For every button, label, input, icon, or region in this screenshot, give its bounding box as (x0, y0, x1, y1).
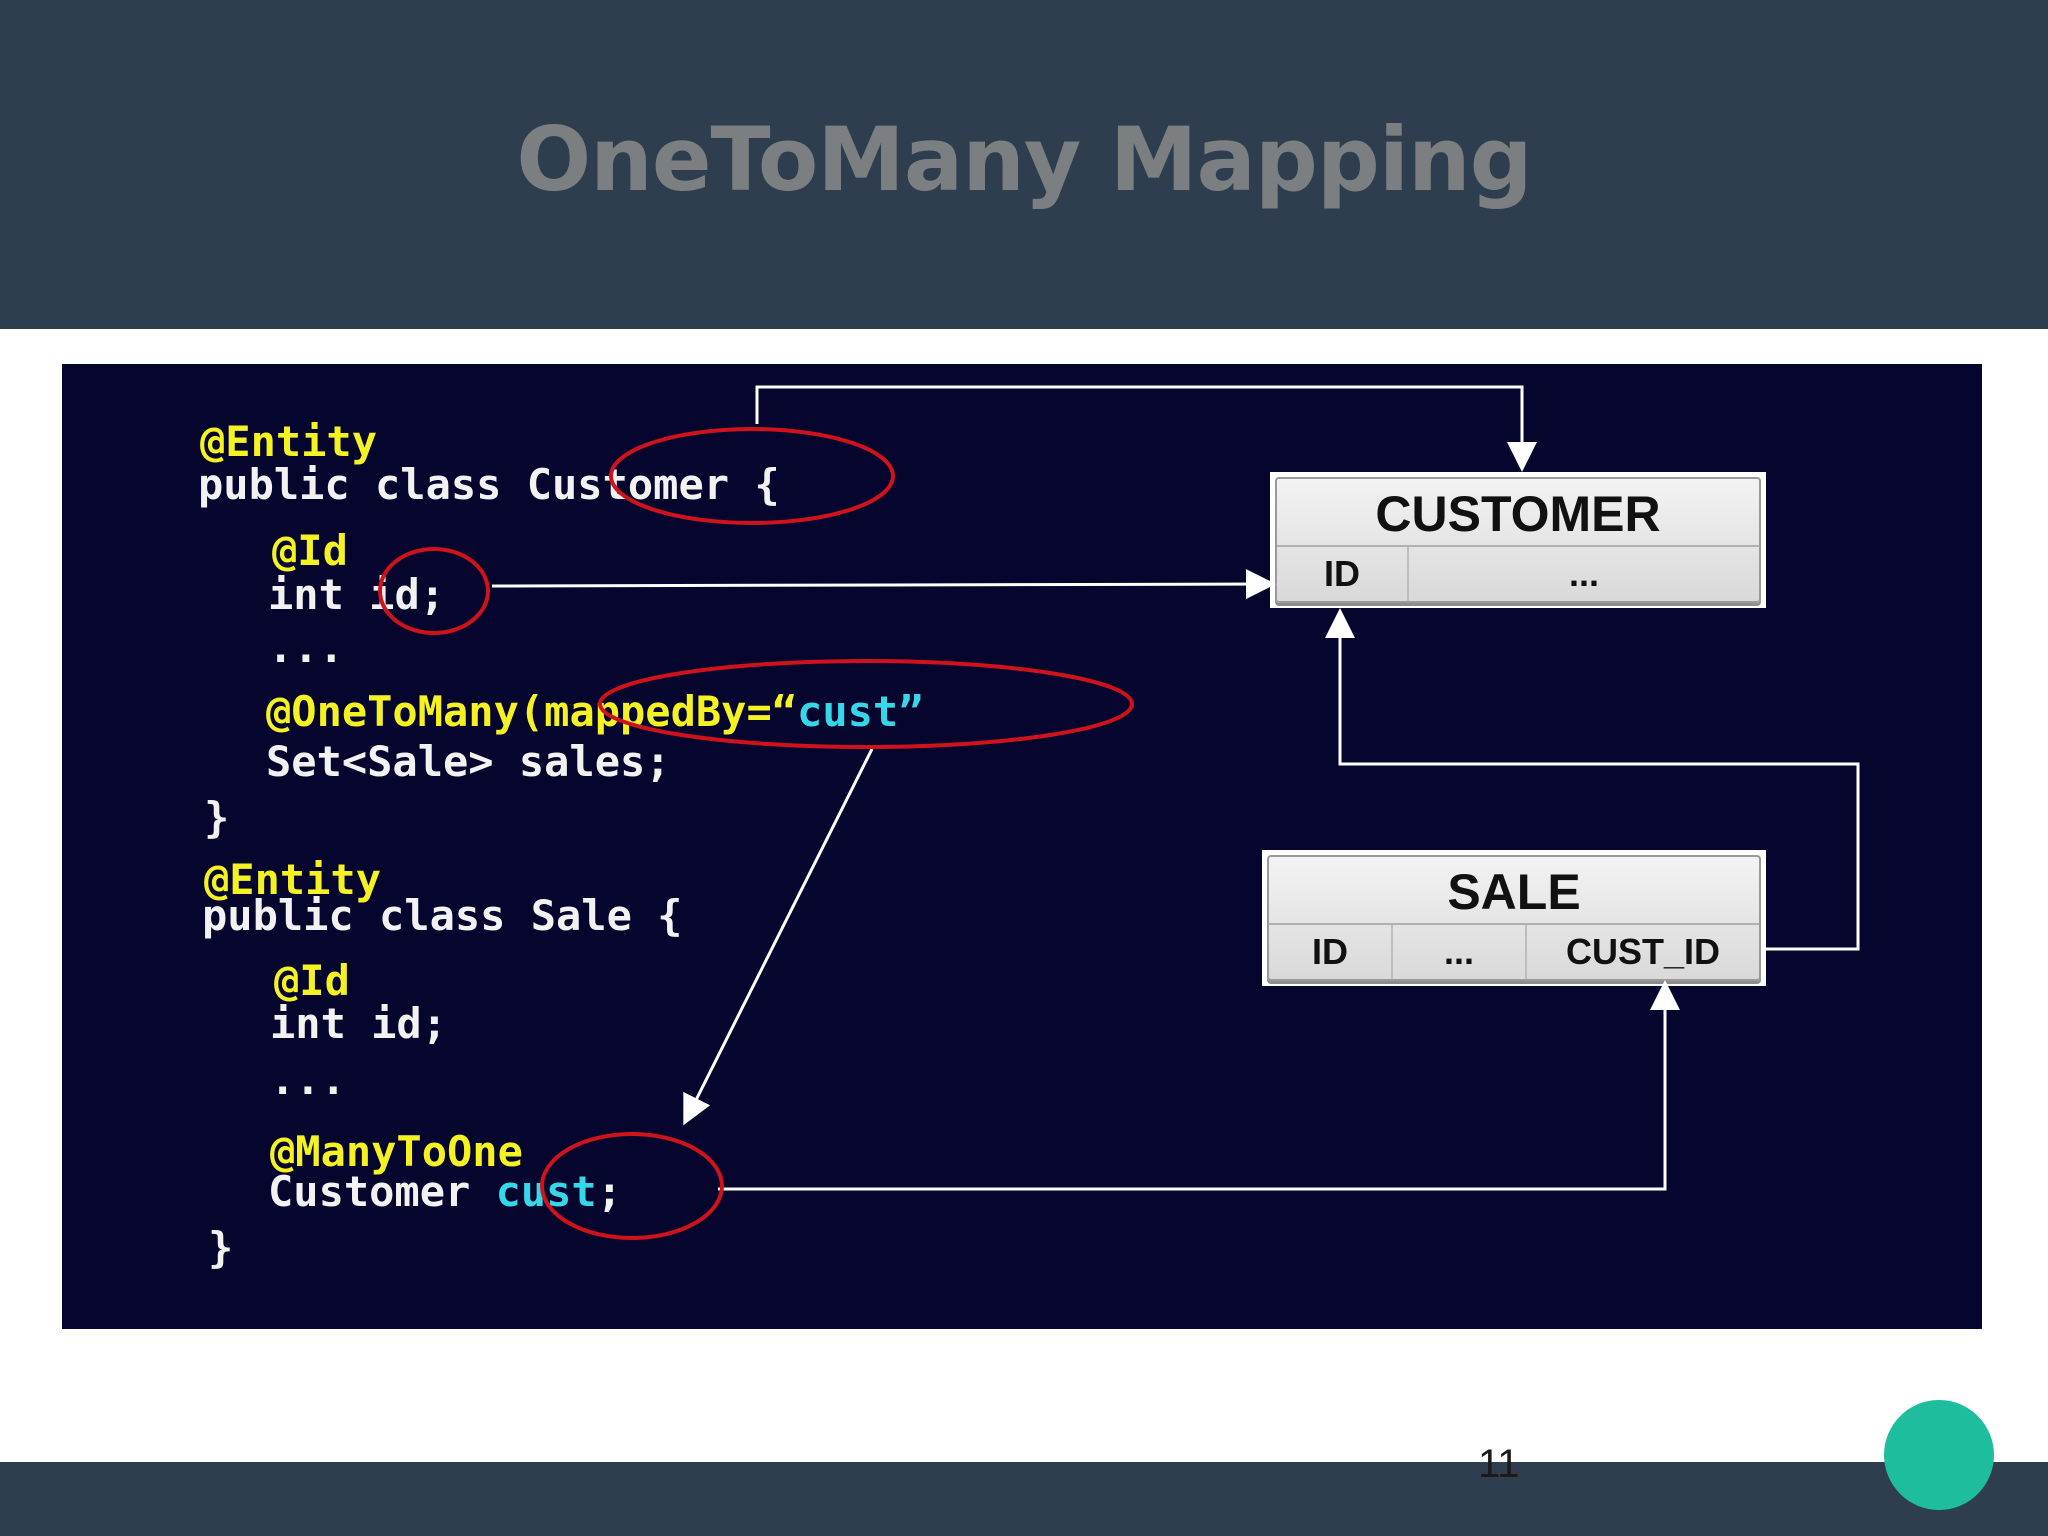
customer-decl-suffix: { (729, 460, 780, 509)
customer-table-name: CUSTOMER (1277, 479, 1759, 547)
footer-bar (0, 1462, 2048, 1536)
sale-table-columns: ID ... CUST_ID (1269, 925, 1759, 979)
sale-entity-annotation: @Entity (204, 855, 382, 904)
class-to-table-connector (755, 385, 1537, 472)
sale-column-ellipsis: ... (1393, 925, 1527, 979)
id-field-highlight (378, 547, 490, 635)
manytoone-annotation: @ManyToOne (270, 1127, 523, 1176)
sale-class-declaration: public class Sale { (202, 891, 683, 940)
cust-to-cust-id-connector (718, 980, 1680, 1191)
sale-table-name: SALE (1269, 857, 1759, 925)
sale-table: SALE ID ... CUST_ID (1262, 850, 1766, 986)
mapped-by-suffix: ” (898, 687, 924, 736)
customer-decl-prefix: public class (198, 460, 527, 509)
customer-class-highlight (609, 427, 895, 525)
customer-close-brace: } (204, 793, 230, 842)
sales-field: Set<Sale> sales; (266, 737, 671, 786)
sale-id-field: int id; (270, 999, 448, 1048)
customer-id-annotation: @Id (272, 526, 348, 575)
cust-field-highlight (540, 1132, 724, 1240)
customer-column-ellipsis: ... (1568, 553, 1599, 594)
onetomany-line: @OneToMany(mappedBy=“cust” (266, 690, 923, 734)
id-to-customer-id-connector (491, 569, 1276, 600)
cust-id-to-customer-id-connector (1325, 608, 1860, 951)
sale-column-cust-id: CUST_ID (1565, 931, 1721, 972)
sale-column-id: ID (1269, 925, 1393, 979)
mapped-by-highlight (598, 659, 1134, 749)
customer-table: CUSTOMER ID ... (1270, 472, 1766, 608)
mappedby-to-cust-connector (683, 748, 874, 1126)
sale-ellipsis: ... (270, 1055, 346, 1104)
customer-column-id: ID (1277, 547, 1409, 601)
cust-type: Customer (268, 1167, 496, 1216)
cust-name: cust (495, 1167, 597, 1216)
onetomany-annotation: @OneToMany (266, 687, 519, 736)
customer-table-columns: ID ... (1277, 547, 1759, 601)
slide-title: OneToMany Mapping (516, 108, 1532, 211)
cust-semicolon: ; (596, 1167, 623, 1216)
customer-id-type: int (268, 570, 370, 619)
mapped-by-prefix: (mappedBy=“ (518, 687, 798, 736)
sale-id-annotation: @Id (274, 956, 350, 1005)
customer-ellipsis: ... (268, 623, 344, 672)
next-slide-button[interactable] (1884, 1400, 1994, 1510)
connector-overlay (378, 385, 1860, 1240)
page-number: 11 (1478, 1442, 1520, 1486)
customer-entity-annotation: @Entity (200, 417, 378, 466)
sale-close-brace: } (208, 1223, 234, 1272)
mapping-figure: @Entity public class Customer { @Id int … (62, 364, 1982, 1329)
mapped-by-value: cust (797, 687, 899, 736)
header-bar (0, 0, 2048, 329)
cust-field: Customer cust; (268, 1170, 622, 1214)
